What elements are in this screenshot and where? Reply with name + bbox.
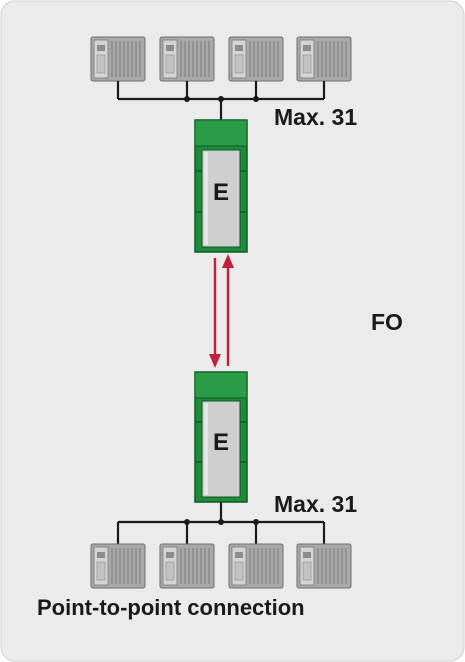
- max-devices-label-top: Max. 31: [274, 104, 358, 130]
- device-icon: [228, 36, 284, 82]
- bus-junction: [184, 519, 190, 525]
- device-icon: [90, 36, 146, 82]
- bus-junction: [253, 96, 259, 102]
- bus-junction: [184, 96, 190, 102]
- bus-junction: [218, 96, 224, 102]
- device-icon: [296, 543, 352, 589]
- top-module-letter: E: [213, 179, 229, 206]
- diagram-caption: Point-to-point connection: [37, 595, 305, 620]
- device-icon: [296, 36, 352, 82]
- top-e-module: [194, 119, 248, 253]
- device-icon: [90, 543, 146, 589]
- bus-junction: [253, 519, 259, 525]
- max-devices-label-bottom: Max. 31: [274, 491, 358, 517]
- device-icon: [159, 36, 215, 82]
- bus-junction: [218, 519, 224, 525]
- fiber-optic-link: [209, 254, 234, 368]
- device-icon: [228, 543, 284, 589]
- fiber-optic-label: FO: [371, 309, 403, 335]
- bottom-module-letter: E: [213, 429, 229, 456]
- device-icon: [159, 543, 215, 589]
- bottom-e-module: [194, 371, 248, 503]
